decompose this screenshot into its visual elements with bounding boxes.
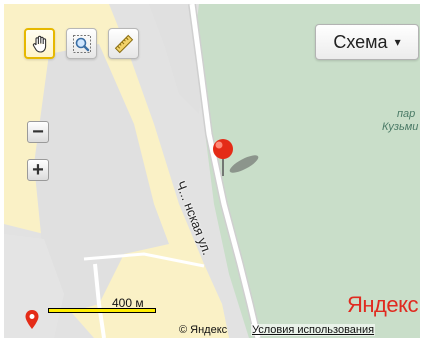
pin-head — [213, 139, 233, 159]
urban-block-1 — [34, 44, 169, 314]
scale-label: 400 м — [112, 296, 144, 310]
ruler-tool-button[interactable] — [108, 28, 139, 59]
park-label-line2: Кузьми — [382, 121, 419, 133]
forest-area — [194, 4, 420, 338]
magnifier-icon — [72, 34, 91, 53]
map-viewport[interactable]: Схема ▾ − + пар Кузьми Ч... нская ул. 40… — [4, 4, 420, 338]
ruler-icon — [114, 34, 133, 53]
map-layer-dropdown[interactable]: Схема ▾ — [315, 24, 419, 60]
chevron-down-icon: ▾ — [394, 35, 401, 49]
zoom-in-button[interactable]: + — [27, 159, 49, 181]
copyright-text: © Яндекс — [179, 324, 228, 336]
pin-shadow — [229, 155, 259, 173]
yandex-logo[interactable]: Яндекс — [347, 292, 418, 317]
plus-icon: + — [32, 159, 44, 181]
terms-of-use-link[interactable]: Условия использования — [251, 324, 376, 336]
park-label-line1: пар — [397, 108, 416, 120]
urban-block-2 — [149, 4, 204, 114]
minus-icon: − — [32, 121, 44, 143]
zoom-area-tool-button[interactable] — [66, 28, 97, 59]
hand-icon — [32, 35, 46, 53]
zoom-out-button[interactable]: − — [27, 121, 49, 143]
map-layer-value: Схема — [333, 31, 388, 52]
scale-bar — [48, 308, 156, 313]
hand-tool-button[interactable] — [24, 28, 55, 59]
minor-road-2 — [83, 252, 205, 268]
main-road — [189, 4, 261, 338]
pin-highlight — [215, 141, 223, 149]
minor-road — [93, 263, 106, 338]
location-pin-icon[interactable] — [25, 310, 39, 330]
